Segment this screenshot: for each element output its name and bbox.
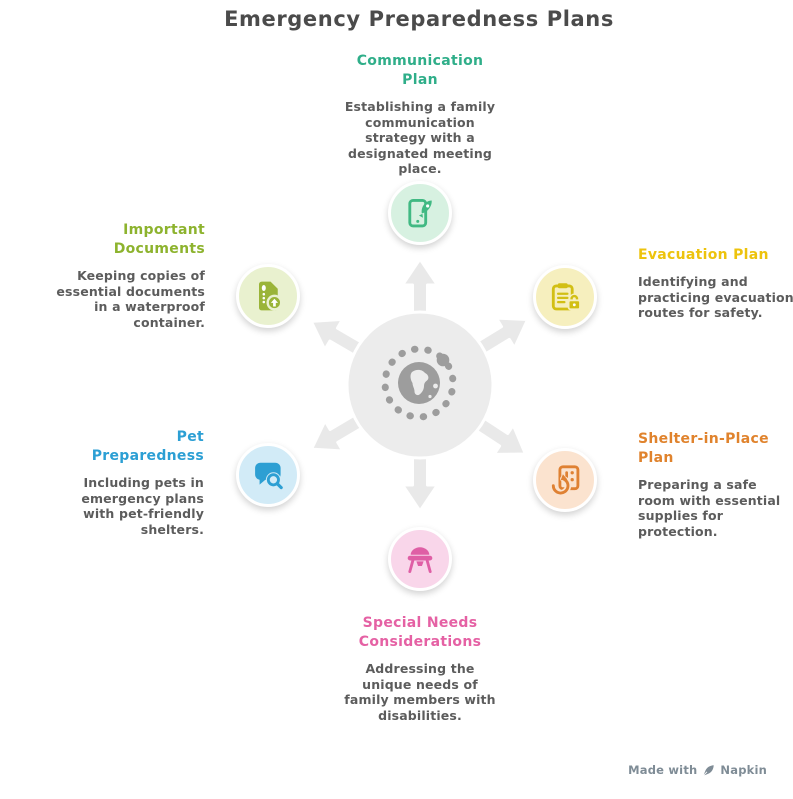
high-chair-icon bbox=[407, 547, 433, 574]
important-documents-node bbox=[236, 264, 300, 328]
section-body: Preparing a safe room with essential sup… bbox=[638, 477, 781, 539]
section-heading: Important Documents bbox=[113, 222, 205, 257]
section-pet-preparedness: Pet Preparedness Including pets in emerg… bbox=[14, 428, 204, 537]
watermark-prefix: Made with bbox=[628, 763, 698, 777]
section-heading: Shelter-in-Place Plan bbox=[638, 431, 769, 466]
evacuation-plan-node bbox=[533, 265, 597, 329]
phone-rocket-icon bbox=[408, 198, 432, 228]
page-title: Emergency Preparedness Plans bbox=[224, 7, 614, 31]
shelter-in-place-plan-node bbox=[533, 448, 597, 512]
hub-spokes-graphic bbox=[309, 257, 530, 513]
doc-upload-icon bbox=[259, 281, 283, 311]
chat-search-icon bbox=[255, 462, 285, 492]
pet-preparedness-node bbox=[236, 443, 300, 507]
section-body: Identifying and practicing evacuation ro… bbox=[638, 274, 793, 320]
communication-plan-node bbox=[388, 181, 452, 245]
clipboard-lock-icon bbox=[551, 283, 581, 311]
section-body: Addressing the unique needs of family me… bbox=[344, 661, 496, 723]
section-important-documents: Important Documents Keeping copies of es… bbox=[15, 221, 205, 330]
section-body: Keeping copies of essential documents in… bbox=[56, 268, 205, 330]
door-rotate-icon bbox=[550, 465, 580, 497]
section-heading: Evacuation Plan bbox=[638, 247, 769, 263]
section-communication-plan: Communication Plan Establishing a family… bbox=[320, 52, 520, 177]
section-heading: Communication Plan bbox=[356, 53, 484, 88]
special-needs-considerations-node bbox=[388, 527, 452, 591]
section-shelter-in-place-plan: Shelter-in-Place Plan Preparing a safe r… bbox=[638, 430, 793, 539]
globe-icon bbox=[381, 345, 457, 421]
section-heading: Pet Preparedness bbox=[91, 429, 204, 464]
section-evacuation-plan: Evacuation Plan Identifying and practici… bbox=[638, 246, 793, 321]
watermark-brand: Napkin bbox=[720, 763, 767, 777]
section-heading: Special Needs Considerations bbox=[358, 615, 482, 650]
watermark: Made with Napkin bbox=[628, 763, 767, 777]
section-body: Including pets in emergency plans with p… bbox=[81, 475, 204, 537]
section-special-needs-considerations: Special Needs Considerations Addressing … bbox=[320, 614, 520, 723]
section-body: Establishing a family communication stra… bbox=[344, 99, 496, 176]
pen-icon bbox=[704, 764, 715, 775]
